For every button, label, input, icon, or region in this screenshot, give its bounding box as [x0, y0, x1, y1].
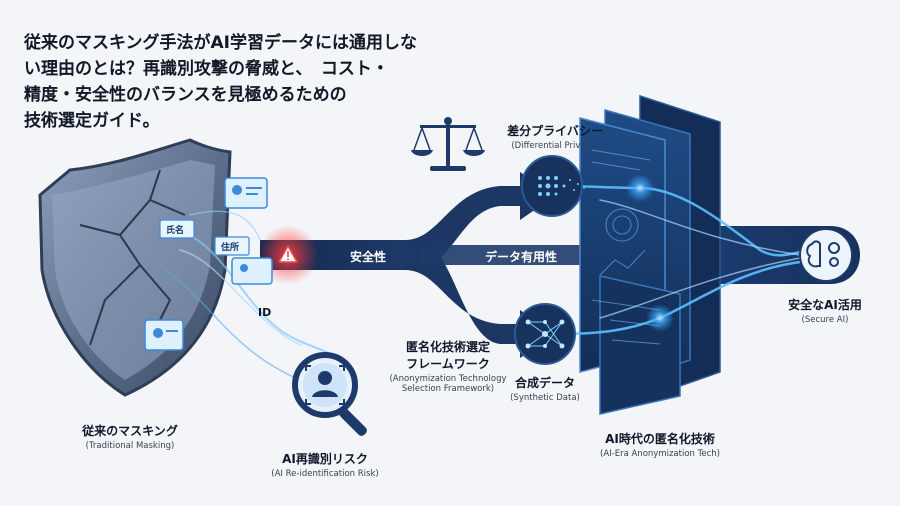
- glow-point: [626, 174, 654, 202]
- id-tag-label: ID: [258, 306, 272, 319]
- framework-label: 匿名化技術選定 フレームワーク (Anonymization Technolog…: [378, 338, 518, 394]
- secure-ai-jp: 安全なAI活用: [788, 298, 862, 312]
- synthetic-data-jp: 合成データ: [514, 376, 575, 390]
- synthetic-data-en: (Synthetic Data): [510, 393, 580, 403]
- secure-ai-label: 安全なAI活用 (Secure AI): [770, 296, 880, 325]
- address-tag-label: 住所: [221, 243, 240, 253]
- id-card-icon: [224, 177, 268, 209]
- magnifier-icon: [292, 352, 367, 436]
- traditional-masking-label: 従来のマスキング (Traditional Masking): [70, 422, 190, 451]
- shield-icon: [38, 138, 232, 397]
- synthetic-data-label: 合成データ (Synthetic Data): [490, 374, 600, 403]
- address-tag: [214, 236, 250, 256]
- reid-risk-label: AI再識別リスク (AI Re-identification Risk): [265, 450, 385, 479]
- band-safety-label: 安全性: [350, 250, 387, 264]
- brain-gear-icon: [799, 228, 853, 282]
- id-card-icon: [231, 257, 273, 285]
- scales-icon: [411, 117, 485, 171]
- ai-era-tech-en: (AI-Era Anonymization Tech): [600, 449, 720, 459]
- traditional-masking-en: (Traditional Masking): [85, 441, 175, 451]
- differential-privacy-en: (Differential Privacy): [511, 141, 599, 151]
- band-utility-label: データ有用性: [485, 250, 558, 264]
- differential-privacy-jp: 差分プライバシー: [507, 124, 603, 138]
- id-card-icon: [144, 319, 184, 351]
- name-tag-label: 氏名: [166, 226, 185, 236]
- framework-jp-2: フレームワーク: [406, 357, 490, 371]
- framework-jp-1: 匿名化技術選定: [405, 340, 490, 354]
- framework-en-1: (Anonymization Technology: [389, 374, 507, 384]
- ai-era-tech-label: AI時代の匿名化技術 (AI-Era Anonymization Tech): [580, 430, 740, 459]
- data-leak-streams: [164, 210, 341, 381]
- traditional-masking-jp: 従来のマスキング: [82, 424, 178, 438]
- framework-en-2: Selection Framework): [401, 384, 495, 394]
- differential-privacy-label: 差分プライバシー (Differential Privacy): [495, 122, 615, 151]
- ai-era-tech-jp: AI時代の匿名化技術: [605, 432, 715, 446]
- headline-line: 技術選定ガイド。: [24, 111, 160, 131]
- glow-point: [646, 304, 674, 332]
- name-tag: [159, 219, 195, 239]
- reid-risk-en: (AI Re-identification Risk): [271, 469, 379, 479]
- headline: 従来のマスキング手法がAI学習データには通用しな い理由のとは？再識別攻撃の脅威…: [24, 30, 454, 134]
- warning-icon: [277, 244, 299, 263]
- particles-icon: [521, 155, 585, 217]
- reid-risk-jp: AI再識別リスク: [282, 452, 368, 466]
- headline-line: 精度・安全性のバランスを見極めるための: [24, 85, 347, 105]
- ai-era-panels: [579, 94, 721, 415]
- headline-line: 従来のマスキング手法がAI学習データには通用しな: [24, 33, 417, 53]
- secure-ai-en: (Secure AI): [801, 315, 849, 325]
- headline-line: い理由のとは？再識別攻撃の脅威と、 コスト・: [24, 59, 389, 79]
- neural-network-icon: [514, 303, 576, 365]
